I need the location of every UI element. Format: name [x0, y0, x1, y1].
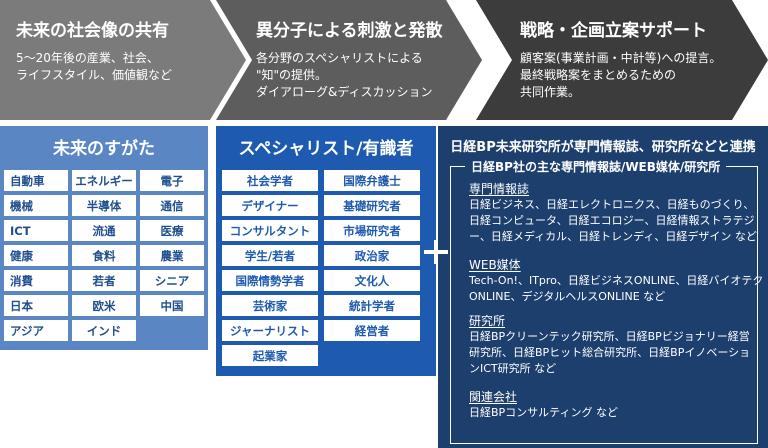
- step-2-title: 異分子による刺激と発散: [256, 21, 443, 41]
- step-2-desc-line: "知"の提供。: [256, 68, 328, 82]
- future-topic: 若者: [72, 270, 136, 291]
- future-panel: 未来のすがた 自動車 エネルギー 電子 機械 半導体 通信 ICT 流通 医療 …: [0, 126, 208, 350]
- step-3-desc-line: 最終戦略案をまとめるための: [520, 68, 677, 82]
- media-section-line: Tech-On!、ITpro、日経ビジネスONLINE、日経バイオテク: [469, 274, 764, 287]
- step-2-desc: 各分野のスペシャリストによる "知"の提供。 ダイアローグ&ディスカッション: [256, 50, 433, 101]
- future-topic: 半導体: [72, 195, 136, 216]
- specialist-item: 統計学者: [324, 295, 420, 316]
- future-topic: 欧米: [72, 295, 136, 316]
- media-section-line: ー、日経メディカル、日経トレンディ、日経デザイン など: [469, 230, 757, 243]
- step-3-title: 戦略・企画立案サポート: [520, 21, 707, 41]
- specialist-item: 基礎研究者: [324, 195, 420, 216]
- future-topic: 自動車: [4, 170, 68, 191]
- future-topic: アジア: [4, 320, 68, 341]
- future-topic-grid: 自動車 エネルギー 電子 機械 半導体 通信 ICT 流通 医療 健康 食料 農…: [4, 170, 204, 341]
- media-list-title: 日経BP社の主な専門情報誌/WEB媒体/研究所: [465, 158, 727, 175]
- media-section-heading: 専門情報誌: [469, 182, 530, 196]
- specialist-item: デザイナー: [222, 195, 318, 216]
- step-1-desc-line: ライフスタイル、価値観など: [16, 68, 173, 82]
- step-2-chevron: 異分子による刺激と発散 各分野のスペシャリストによる "知"の提供。 ダイアロー…: [216, 0, 482, 120]
- step-1-chevron: 未来の社会像の共有 5～20年後の産業、社会、 ライフスタイル、価値観など: [0, 0, 246, 120]
- step-3-desc: 顧客案(事業計画・中計等)への提言。 最終戦略案をまとめるための 共同作業。: [520, 50, 721, 101]
- media-section-line: 日経BPクリーンテック研究所、日経BPビジョナリー経営: [469, 330, 750, 343]
- specialist-item: 芸術家: [222, 295, 318, 316]
- future-topic: 電子: [140, 170, 204, 191]
- media-section-line: ONLINE、デジタルヘルスONLINE など: [469, 290, 666, 303]
- future-panel-title: 未来のすがた: [53, 139, 155, 159]
- step-3-desc-line: 顧客案(事業計画・中計等)への提言。: [520, 51, 722, 65]
- step-3-chevron: 戦略・企画立案サポート 顧客案(事業計画・中計等)への提言。 最終戦略案をまとめ…: [476, 0, 768, 120]
- specialists-grid: 社会学者 国際弁護士 デザイナー 基礎研究者 コンサルタント 市場研究者 学生/…: [222, 170, 430, 366]
- specialist-item: 国際弁護士: [324, 170, 420, 191]
- media-section-line: 日経BPコンサルティング など: [469, 406, 619, 419]
- future-topic: シニア: [140, 270, 204, 291]
- step-2-desc-line: 各分野のスペシャリストによる: [256, 51, 423, 65]
- future-topic: 医療: [140, 220, 204, 241]
- specialist-item: 起業家: [222, 345, 318, 366]
- media-section-line: ンICT研究所 など: [469, 362, 557, 375]
- plus-icon: [424, 240, 448, 264]
- specialists-panel-title: スペシャリスト/有識者: [238, 139, 414, 159]
- future-topic: エネルギー: [72, 170, 136, 191]
- media-section-line: 日経コンピュータ、日経エコロジー、日経情報ストラテジ: [469, 214, 755, 227]
- specialist-item: 学生/若者: [222, 245, 318, 266]
- nikkei-panel-title: 日経BP未来研究所が専門情報誌、研究所などと連携: [450, 140, 756, 155]
- future-topic: 日本: [4, 295, 68, 316]
- specialist-item: 経営者: [324, 320, 420, 341]
- future-topic: 健康: [4, 245, 68, 266]
- specialist-item: 国際情勢学者: [222, 270, 318, 291]
- specialist-item: 文化人: [324, 270, 420, 291]
- specialist-item: 社会学者: [222, 170, 318, 191]
- specialist-item: 政治家: [324, 245, 420, 266]
- specialist-item: 市場研究者: [324, 220, 420, 241]
- step-3-desc-line: 共同作業。: [520, 85, 581, 99]
- future-topic: 農業: [140, 245, 204, 266]
- step-2-desc-line: ダイアローグ&ディスカッション: [256, 85, 433, 99]
- future-topic: 中国: [140, 295, 204, 316]
- specialist-item: コンサルタント: [222, 220, 318, 241]
- future-topic: 機械: [4, 195, 68, 216]
- future-topic: ICT: [4, 220, 68, 241]
- media-section: 専門情報誌 日経ビジネス、日経エレクトロニクス、日経ものづくり、 日経コンピュー…: [469, 181, 757, 245]
- media-section-line: 研究所、日経BPヒット総合研究所、日経BPイノベーショ: [469, 346, 751, 359]
- nikkei-panel: 日経BP未来研究所が専門情報誌、研究所などと連携 日経BP社の主な専門情報誌/W…: [438, 126, 768, 448]
- step-1-desc: 5～20年後の産業、社会、 ライフスタイル、価値観など: [16, 50, 172, 84]
- specialist-item: ジャーナリスト: [222, 320, 318, 341]
- media-section-line: 日経ビジネス、日経エレクトロニクス、日経ものづくり、: [469, 198, 755, 211]
- step-1-title: 未来の社会像の共有: [16, 21, 169, 41]
- future-topic: 食料: [72, 245, 136, 266]
- future-topic: 流通: [72, 220, 136, 241]
- future-topic: 通信: [140, 195, 204, 216]
- media-section-heading: 関連会社: [469, 390, 518, 404]
- media-section: 関連会社 日経BPコンサルティング など: [469, 389, 757, 421]
- media-section-heading: 研究所: [469, 314, 506, 328]
- media-list-box: 日経BP社の主な専門情報誌/WEB媒体/研究所 専門情報誌 日経ビジネス、日経エ…: [450, 158, 764, 444]
- media-section: 研究所 日経BPクリーンテック研究所、日経BPビジョナリー経営 研究所、日経BP…: [469, 313, 757, 377]
- specialists-panel: スペシャリスト/有識者 社会学者 国際弁護士 デザイナー 基礎研究者 コンサルタ…: [216, 126, 436, 376]
- step-1-desc-line: 5～20年後の産業、社会、: [16, 51, 159, 65]
- media-section: WEB媒体 Tech-On!、ITpro、日経ビジネスONLINE、日経バイオテ…: [469, 257, 764, 305]
- media-section-heading: WEB媒体: [469, 258, 521, 272]
- future-topic: インド: [72, 320, 136, 341]
- future-topic: 消費: [4, 270, 68, 291]
